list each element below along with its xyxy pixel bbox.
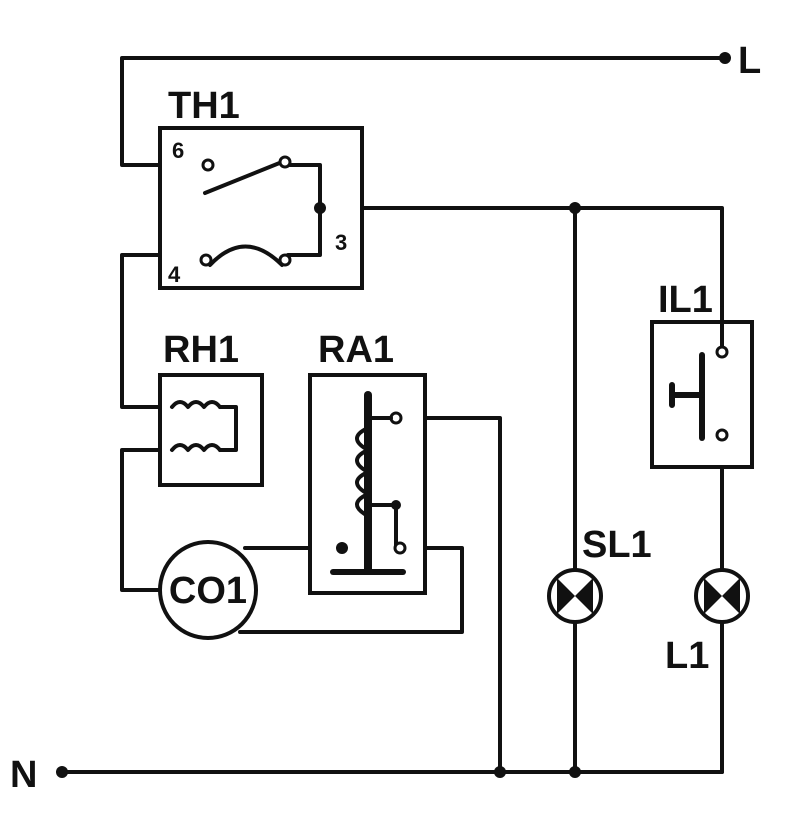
th1-thermostat: TH1 6 4 3: [158, 85, 364, 290]
il1-contact-top: [715, 345, 729, 359]
th1-terminal-6-label: 6: [172, 138, 184, 163]
wire-co1-ra1-start: [238, 546, 464, 634]
co1-circle: [158, 540, 258, 640]
th1-contact-4b: [278, 253, 292, 267]
ra1-contact-start: [393, 541, 407, 555]
l1-cross: [704, 578, 740, 614]
neutral-terminal: [56, 766, 68, 778]
line-label: L: [738, 40, 761, 82]
il1-label: IL1: [658, 279, 713, 321]
sl1-cross: [557, 578, 593, 614]
ra1-label: RA1: [318, 329, 394, 371]
th1-bellows: [208, 244, 284, 267]
sl1-signal-lamp: SL1: [547, 524, 652, 624]
il1-door-switch: IL1: [650, 279, 754, 469]
ra1-contact-link-mid: [370, 503, 398, 550]
th1-box: [158, 126, 364, 290]
il1-plunger: [669, 382, 705, 408]
wire-ra1-neutral: [394, 416, 502, 774]
junction-sl1-top: [569, 202, 581, 214]
co1-label: CO1: [169, 570, 247, 612]
junction-sl1-neutral: [569, 766, 581, 778]
th1-contact-4: [199, 253, 213, 267]
l1-lamp: L1: [665, 568, 750, 677]
rh1-heater: RH1: [158, 329, 264, 487]
ra1-coil-terminal: [336, 542, 348, 554]
junction-ra1-neutral: [494, 766, 506, 778]
rh1-label: RH1: [163, 329, 239, 371]
ra1-relay: RA1: [308, 329, 427, 595]
il1-contact-bottom: [715, 428, 729, 442]
neutral-label: N: [10, 754, 37, 796]
rh1-box: [158, 373, 264, 487]
sl1-label: SL1: [582, 524, 652, 566]
line-terminal: [719, 52, 731, 64]
co1-compressor: CO1: [158, 540, 258, 640]
th1-node-3: [314, 202, 326, 214]
th1-contact-pivot: [278, 155, 292, 169]
rh1-coil-top: [170, 400, 222, 409]
rh1-internal-loop: [218, 405, 238, 452]
wire-th1-terminal3-bus: [318, 206, 724, 352]
th1-terminal-4-label: 4: [168, 262, 181, 287]
th1-switch-arm: [203, 160, 284, 195]
l1-label: L1: [665, 635, 709, 677]
th1-terminal-3-label: 3: [335, 230, 347, 255]
wire-rh1-co1: [120, 448, 182, 592]
th1-label: TH1: [168, 85, 240, 127]
rh1-coil-bottom: [170, 443, 222, 452]
th1-contact-6: [201, 158, 215, 172]
ra1-coil: [355, 426, 370, 518]
